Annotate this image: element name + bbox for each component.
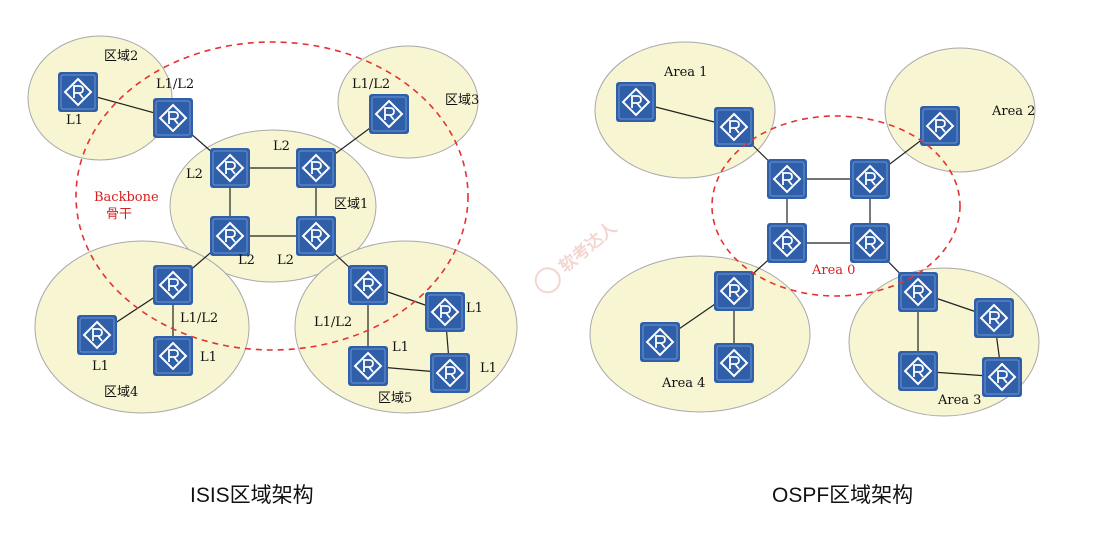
router-icon (849, 222, 891, 264)
router-icon (713, 342, 755, 384)
level-label: L1/L2 (314, 315, 352, 330)
isis-backbone-boundary (75, 41, 469, 351)
ospf-labels: Area 1 Area 2 Area 0 Area 4 Area 3 (661, 65, 1035, 408)
router-icon (897, 350, 939, 392)
router-icon (713, 270, 755, 312)
level-label: L2 (277, 253, 294, 268)
router-icon (152, 264, 194, 306)
ospf-area-2-label: Area 2 (991, 104, 1035, 119)
ospf-area-4 (589, 255, 811, 413)
router-icon (347, 264, 389, 306)
router-icon (209, 147, 251, 189)
watermark-logo-icon (534, 267, 561, 294)
level-label: L1 (200, 350, 217, 365)
router-icon (152, 97, 194, 139)
isis-area-2-label: 区域2 (104, 49, 138, 64)
router-icon (713, 106, 755, 148)
router-icon (76, 314, 118, 356)
level-label: L1 (92, 359, 109, 374)
level-label: L2 (273, 139, 290, 154)
level-label: L1 (392, 340, 409, 355)
level-label: L1 (480, 361, 497, 376)
router-icon (152, 335, 194, 377)
ospf-area-1-label: Area 1 (663, 65, 707, 80)
level-label: L1 (466, 301, 483, 316)
isis-caption: ISIS区域架构 (190, 484, 314, 507)
isis-backbone-label-en: Backbone (94, 190, 159, 205)
level-label: L1/L2 (180, 311, 218, 326)
isis-area-4 (34, 240, 250, 414)
router-icon (766, 222, 808, 264)
router-icon (981, 356, 1023, 398)
router-icon (919, 105, 961, 147)
router-icon (295, 147, 337, 189)
isis-area-4-label: 区域4 (104, 385, 138, 400)
router-icon (429, 352, 471, 394)
ospf-area-0-boundary (711, 115, 961, 297)
isis-area-5-label: 区域5 (378, 391, 412, 406)
ospf-caption: OSPF区域架构 (772, 484, 913, 507)
level-label: L2 (238, 253, 255, 268)
router-icon (615, 81, 657, 123)
router-icon (766, 158, 808, 200)
isis-labels: 区域2 区域3 区域1 区域4 区域5 Backbone 骨干 L1 L1/L2… (66, 49, 497, 406)
router-icon (295, 215, 337, 257)
router-icon (57, 71, 99, 113)
router-icon (347, 345, 389, 387)
router-icon (209, 215, 251, 257)
ospf-diagram: Area 1 Area 2 Area 0 Area 4 Area 3 (589, 41, 1040, 417)
router-icon (973, 297, 1015, 339)
router-icon (639, 321, 681, 363)
ospf-area-4-label: Area 4 (661, 376, 705, 391)
isis-area-1-label: 区域1 (334, 197, 368, 212)
isis-area-3-label: 区域3 (445, 93, 479, 108)
level-label: L1 (66, 113, 83, 128)
isis-backbone-label-zh: 骨干 (106, 207, 132, 222)
level-label: L2 (186, 167, 203, 182)
watermark-text: 软考达人 (555, 217, 621, 277)
router-icon (849, 158, 891, 200)
router-icon (897, 271, 939, 313)
ospf-area-3-label: Area 3 (937, 393, 981, 408)
router-icon (424, 291, 466, 333)
level-label: L1/L2 (156, 77, 194, 92)
watermark: 软考达人 (534, 217, 621, 294)
router-icon (368, 93, 410, 135)
ospf-area-0-label: Area 0 (811, 263, 855, 278)
isis-diagram: 区域2 区域3 区域1 区域4 区域5 Backbone 骨干 L1 L1/L2… (27, 35, 518, 414)
level-label: L1/L2 (352, 77, 390, 92)
